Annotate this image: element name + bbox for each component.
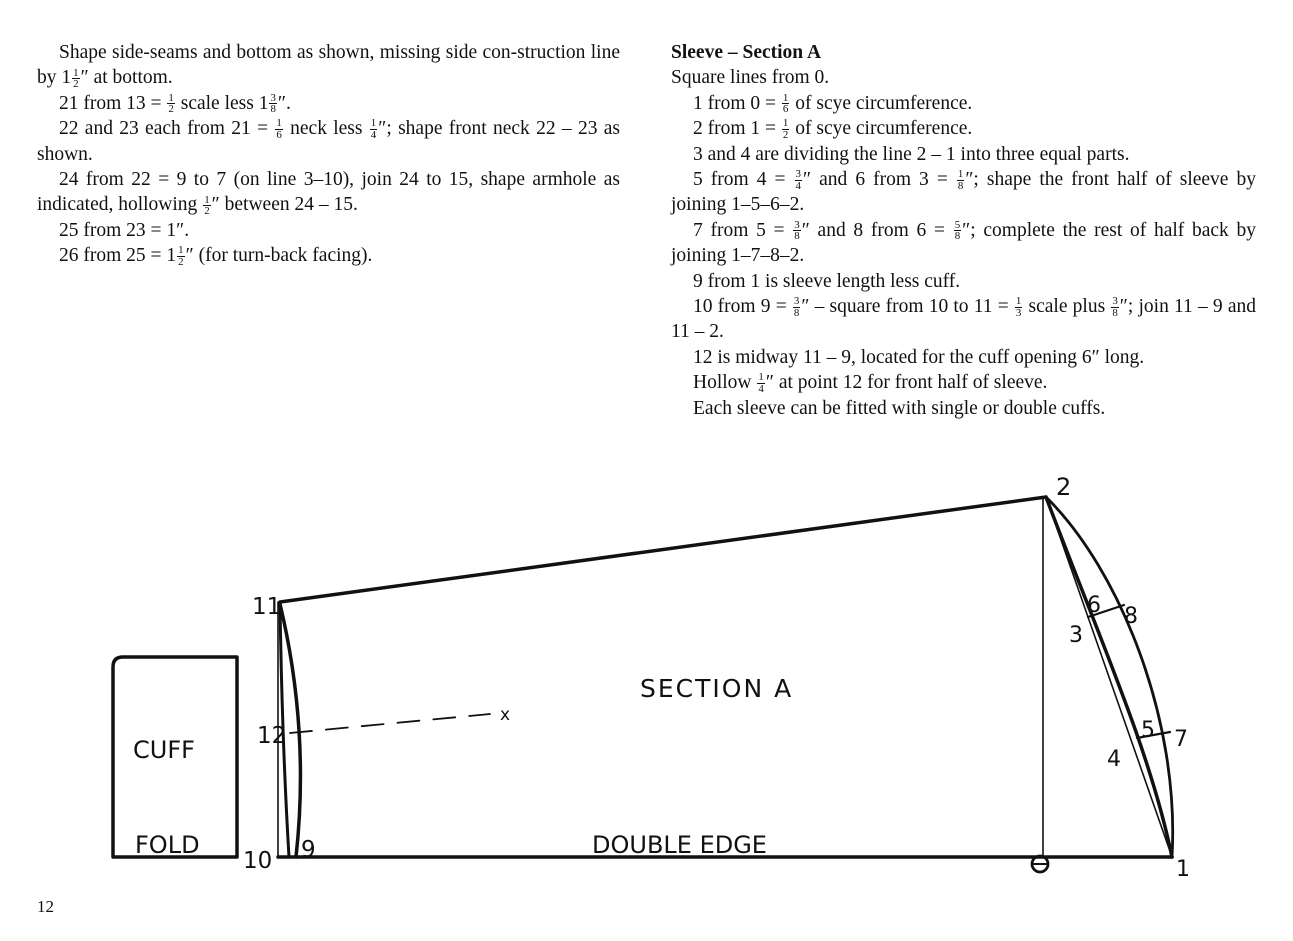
curve-11-12-9 [278,602,303,859]
point-label-2: 2 [1056,473,1071,501]
fold-label: FOLD [135,831,200,859]
right-instructions: Sleeve – Section A Square lines from 0.1… [671,40,1256,421]
point-label-3: 3 [1069,623,1083,648]
point-label-5: 5 [1141,718,1155,743]
instruction-paragraph: Each sleeve can be fitted with single or… [693,397,1106,419]
cuff-label: CUFF [133,736,195,764]
section-a-label: SECTION A [640,674,793,703]
curve-1-7-8-2 [1044,495,1175,859]
instruction-paragraph: 9 from 1 is sleeve length less cuff. [693,270,961,292]
point-label-10: 10 [243,848,272,874]
left-instruction-lines: Shape side-seams and bottom as shown, mi… [37,40,620,269]
double-edge-label: DOUBLE EDGE [592,831,767,859]
point-label-6: 6 [1087,593,1101,618]
cuff-opening-dashed-line [289,713,491,734]
page-number: 12 [37,897,54,916]
sleeve-section-heading: Sleeve – Section A [671,42,822,63]
instruction-paragraph: 24 from 22 = 9 to 7 (on line 3–10), join… [37,169,620,217]
instruction-paragraph: 25 from 23 = 1″. [59,219,190,241]
left-instructions: Shape side-seams and bottom as shown, mi… [37,40,620,269]
cuff-outline [111,655,239,859]
curve-11-9-inner [278,602,291,859]
point-label-7: 7 [1174,727,1188,752]
point-label-1: 1 [1176,857,1190,882]
instruction-paragraph: Square lines from 0. [671,67,830,89]
point-label-4: 4 [1107,747,1121,772]
point-label-9: 9 [301,837,316,863]
point-label-8: 8 [1124,604,1138,629]
line-2-1 [1045,496,1173,858]
point-label-12: 12 [257,723,286,749]
tick-5-7 [1135,730,1172,740]
cuff-opening-end-mark: x [500,705,510,725]
instruction-paragraph: 3 and 4 are dividing the line 2 – 1 into… [693,143,1130,165]
instruction-paragraph: Shape side-seams and bottom as shown, mi… [37,42,620,90]
top-line-11-2 [278,495,1048,604]
curve-1-5-6-2 [1044,495,1174,859]
instruction-paragraph: 12 is midway 11 – 9, located for the cuf… [693,346,1145,368]
tick-6-8 [1086,603,1126,619]
point-label-11: 11 [252,594,281,620]
